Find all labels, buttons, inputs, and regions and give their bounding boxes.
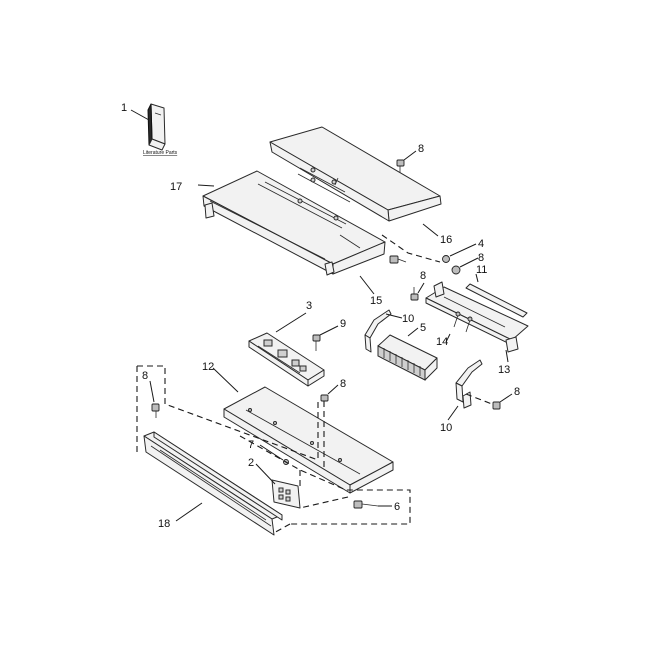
callout-3: 3 <box>306 300 312 312</box>
callout-4: 4 <box>478 238 484 250</box>
screw-icon <box>442 255 461 275</box>
screw-icon <box>396 159 405 173</box>
callout-14: 14 <box>436 336 448 348</box>
literature-parts-booklet <box>147 103 166 151</box>
screw-icon <box>492 401 501 410</box>
cooling-fan <box>377 334 438 381</box>
screw-icon <box>320 394 329 402</box>
callout-8-right-b: 8 <box>514 386 520 398</box>
callout-17: 17 <box>170 181 182 193</box>
callout-16: 16 <box>440 234 452 246</box>
callout-13: 13 <box>498 364 510 376</box>
callout-8-top: 8 <box>418 143 424 155</box>
vent-bracket <box>425 281 529 353</box>
screw-icon <box>410 287 419 301</box>
keypad-module <box>271 479 301 509</box>
callout-7: 7 <box>248 439 254 451</box>
top-panel <box>202 170 386 276</box>
callout-11: 11 <box>476 264 487 276</box>
callout-12: 12 <box>202 361 214 373</box>
callout-18: 18 <box>158 518 170 530</box>
top-cover <box>269 126 442 222</box>
callout-9: 9 <box>340 318 346 330</box>
pin-icon <box>453 311 473 333</box>
callout-8-right-a: 8 <box>478 252 484 264</box>
screw-icon <box>353 500 379 509</box>
control-panel-trim <box>143 431 283 536</box>
callout-8-mid: 8 <box>420 270 426 282</box>
screw-icon <box>312 334 321 351</box>
callout-10-top: 10 <box>402 313 414 325</box>
screw-icon <box>389 255 407 264</box>
clip-bracket <box>455 359 483 409</box>
control-board <box>248 332 325 387</box>
rod-part <box>465 283 528 318</box>
callout-1: 1 <box>121 102 127 114</box>
callout-15: 15 <box>370 295 382 307</box>
callout-8-center: 8 <box>340 378 346 390</box>
clip-bracket <box>364 309 392 353</box>
callout-2: 2 <box>248 457 254 469</box>
literature-parts-label: Literature Parts <box>143 150 178 156</box>
callout-10-bottom: 10 <box>440 422 452 434</box>
callout-8-left: 8 <box>142 370 148 382</box>
callout-5: 5 <box>420 322 426 334</box>
screw-icon <box>151 403 160 418</box>
control-panel-tray <box>223 386 394 494</box>
callout-6: 6 <box>394 501 400 513</box>
